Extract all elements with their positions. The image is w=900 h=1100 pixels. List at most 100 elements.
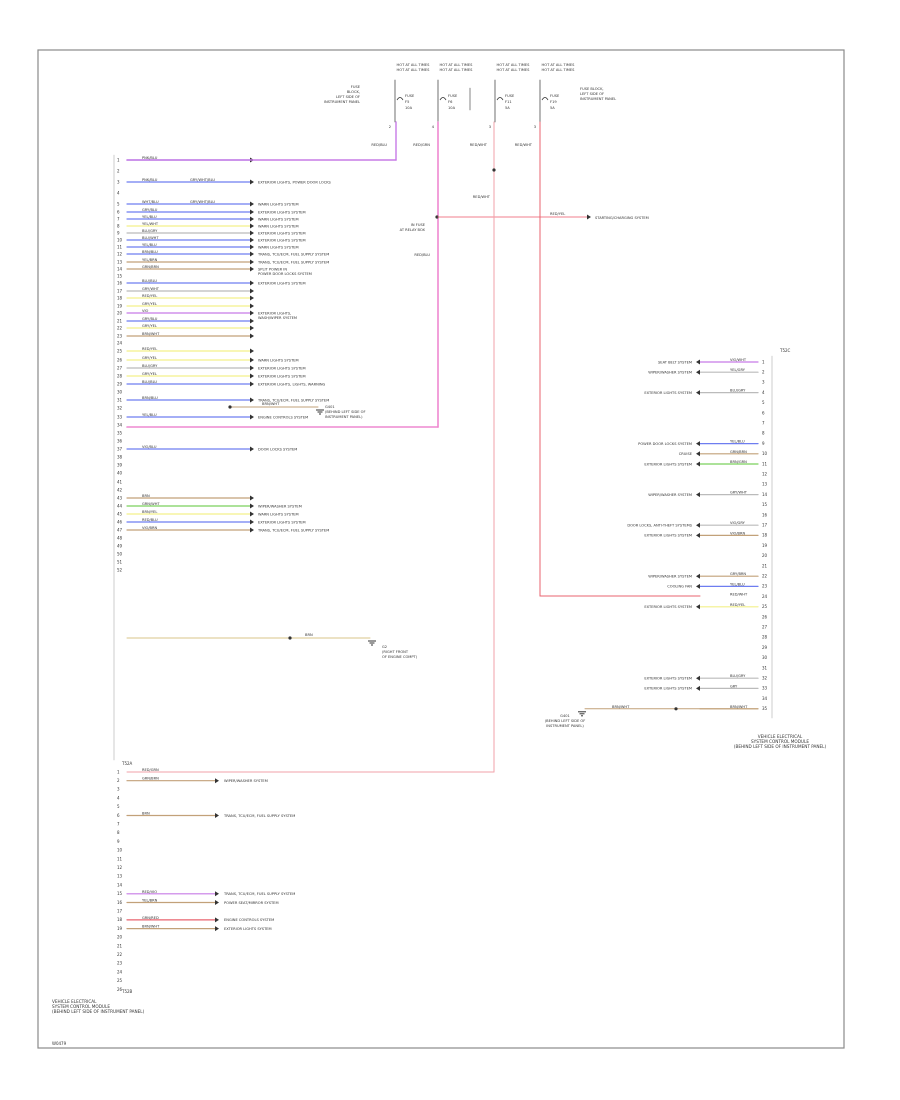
fuse-icon (496, 97, 504, 101)
left-dest-label: TRANS, TCU/ECM, FUEL SUPPLY SYSTEM (257, 252, 329, 256)
fuse-block-label: INSTRUMENT PANEL (324, 100, 360, 104)
left-pin-number: 43 (117, 495, 123, 500)
right-dest-label: WIPER/WASHER SYSTEM (648, 575, 692, 579)
fuse-pin: 3 (489, 125, 491, 129)
left-wire-code: YEL/BLU (142, 215, 157, 219)
left-dest-label: EXTERIOR LIGHTS SYSTEM (258, 374, 306, 378)
right-ground-label: G401 (560, 714, 570, 718)
right-connector-arrow-icon (696, 685, 700, 691)
second-pin-number: 24 (117, 969, 123, 974)
left-connector-arrow-icon (250, 288, 254, 294)
left-wire-code: VIO/BLU (142, 445, 157, 449)
left-wire-code: GRY/BLU (142, 208, 158, 212)
fuse-label: 5A (550, 106, 555, 110)
left-pin-number: 19 (117, 303, 123, 308)
right-connector-arrow-icon (696, 604, 700, 610)
right-wire-code: RED/WHT (730, 593, 748, 597)
fuse-label: F19 (550, 100, 557, 104)
left-pin-number: 17 (117, 288, 123, 293)
fuse-pin: 2 (389, 125, 391, 129)
left-connector-arrow-icon (250, 503, 254, 509)
left-pin-number: 40 (117, 470, 123, 475)
right-pin-number: 26 (762, 614, 768, 619)
fuse-label: FUSE (405, 94, 415, 98)
left-dest-label: TRANS, TCU/ECM, FUEL SUPPLY SYSTEM (257, 260, 329, 264)
second-wire-code: GRN/RED (142, 916, 159, 920)
right-module-label: SYSTEM CONTROL MODULE (751, 739, 809, 744)
right-pin-number: 27 (762, 625, 768, 630)
left-wire-code: RED/YEL (142, 347, 157, 351)
left-dest-label: TRANS, TCU/ECM, FUEL SUPPLY SYSTEM (257, 528, 329, 532)
right-pin-number: 11 (762, 461, 768, 466)
left-dest-label: EXTERIOR LIGHTS SYSTEM (258, 281, 306, 285)
starting-label: AT RELAY BOX (400, 228, 426, 232)
right-module-label: VEHICLE ELECTRICAL (758, 734, 803, 739)
fuse-caption: HOT AT ALL TIMES (497, 68, 531, 72)
left-dest-label: WARN LIGHTS SYSTEM (258, 202, 299, 206)
fuse-caption: HOT AT ALL TIMES (440, 63, 474, 67)
left-pin-number: 38 (117, 454, 123, 459)
starting-target: STARTING/CHARGING SYSTEM (595, 216, 649, 220)
left-pin-number: 14 (117, 266, 123, 271)
left-wire-code: VIO/BRN (142, 526, 158, 530)
left-pin-number: 51 (117, 559, 123, 564)
fuse-caption: HOT AT ALL TIMES (497, 63, 531, 67)
right-connector-top: T52C (779, 348, 791, 353)
left-pin-number: 12 (117, 251, 123, 256)
second-pin-number: 16 (117, 900, 123, 905)
left-dest-label-2: WASH/WIPER SYSTEM (258, 316, 297, 320)
fuse-icon (439, 97, 447, 101)
left-pin-number: 18 (117, 295, 123, 300)
fuse-label: FUSE (505, 94, 515, 98)
right-wire-code: YEL/GRY (730, 368, 746, 372)
right-pin-number: 4 (762, 390, 765, 395)
fuse-pin: 3 (534, 125, 536, 129)
right-pin-number: 32 (762, 676, 768, 681)
fuse-block-label: BLOCK, (347, 90, 360, 94)
second-wire-code: RED/VIO (142, 890, 157, 894)
second-wire-code: GRN/BRN (142, 777, 159, 781)
right-ground-label: INSTRUMENT PANEL) (546, 724, 584, 728)
left-connector-arrow-icon (250, 280, 254, 286)
second-pin-number: 22 (117, 952, 123, 957)
left-wire-code: GRN/BRN (142, 265, 159, 269)
left-wire-code: BRN (142, 494, 150, 498)
left-connector-arrow-icon (250, 446, 254, 452)
left-wire-code: RED/YEL (142, 294, 157, 298)
ground-splice (674, 707, 678, 711)
ground-splice (288, 636, 292, 640)
top-wire-code: RED/WHT (470, 143, 488, 147)
second-pin-number: 17 (117, 909, 123, 914)
left-wire-code: BRN/BLU (142, 250, 158, 254)
second-dest-label: ENGINE CONTROLS SYSTEM (224, 918, 274, 922)
right-dest-label: EXTERIOR LIGHTS SYSTEM (644, 605, 692, 609)
fuse-label: FUSE (550, 94, 560, 98)
left-connector-arrow-icon (250, 201, 254, 207)
left-wire-code: BLU/BLU (142, 380, 157, 384)
right-connector-arrow-icon (696, 675, 700, 681)
left-pin-number: 13 (117, 259, 123, 264)
left-connector-arrow-icon (250, 223, 254, 229)
second-pin-number: 15 (117, 891, 123, 896)
splice-junction (435, 215, 439, 219)
left-dest-label: TRANS, TCU/ECM, FUEL SUPPLY SYSTEM (257, 398, 329, 402)
fuse-pin: 4 (432, 125, 435, 129)
right-pin-number: 23 (762, 584, 768, 589)
right-pin-number: 14 (762, 492, 768, 497)
second-pin-number: 2 (117, 778, 120, 783)
fuse-label: 5A (505, 106, 510, 110)
left-dest-label: EXTERIOR LIGHTS, POWER DOOR LOCKS (258, 180, 332, 184)
left-connector-arrow-icon (250, 325, 254, 331)
fuse-block-label: LEFT SIDE OF (336, 95, 360, 99)
right-dest-label: POWER DOOR LOCKS SYSTEM (638, 442, 692, 446)
fuse-caption: HOT AT ALL TIMES (440, 68, 474, 72)
splice-wire-code: RED/WHT (473, 195, 491, 199)
left-connector-arrow-icon (250, 230, 254, 236)
left-pin-number: 1 (117, 157, 120, 162)
second-pin-number: 11 (117, 856, 123, 861)
ground-icon (578, 711, 586, 717)
left-connector-arrow-icon (250, 373, 254, 379)
left-wire-code: BLU/BLU (142, 279, 157, 283)
right-pin-number: 9 (762, 441, 765, 446)
left-pin-number: 4 (117, 190, 120, 195)
